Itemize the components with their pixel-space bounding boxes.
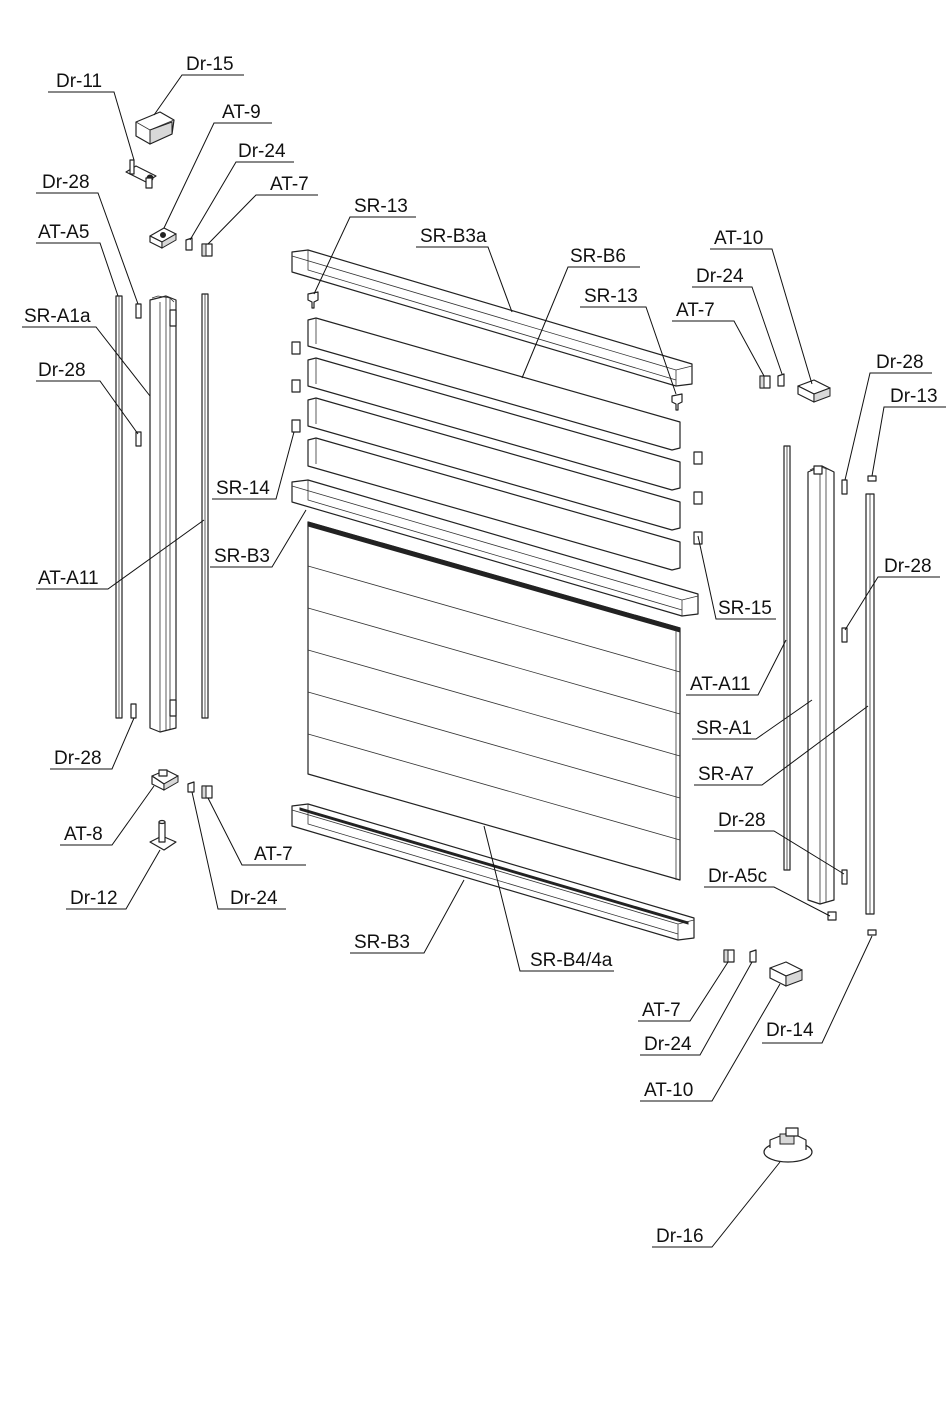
svg-text:Dr-28: Dr-28: [38, 360, 86, 381]
part-sra1: [808, 466, 834, 904]
svg-text:Dr-16: Dr-16: [656, 1226, 704, 1247]
part-dr11: [126, 160, 156, 188]
callout-sr14: SR-14: [212, 432, 294, 499]
svg-text:AT-7: AT-7: [676, 300, 715, 321]
callout-dr28-d: Dr-28: [845, 556, 940, 630]
part-at7-a: [202, 244, 212, 256]
callout-at9: AT-9: [164, 102, 272, 228]
part-sr13-right: [672, 394, 682, 410]
part-dr28-e: [842, 628, 847, 642]
callout-sra1: SR-A1: [692, 700, 812, 739]
callout-dr16: Dr-16: [652, 1162, 780, 1247]
svg-text:Dr-14: Dr-14: [766, 1020, 814, 1041]
callout-sr15: SR-15: [698, 536, 776, 619]
svg-text:AT-7: AT-7: [254, 844, 293, 865]
svg-text:SR-B6: SR-B6: [570, 246, 626, 267]
callout-srb3-c: SR-B3: [350, 880, 464, 953]
callout-dr28-b: Dr-28: [36, 360, 138, 434]
callout-at10-a: AT-10: [710, 228, 812, 384]
svg-text:Dr-28: Dr-28: [42, 172, 90, 193]
part-dr24-c: [188, 782, 194, 792]
svg-text:AT-A11: AT-A11: [38, 568, 99, 589]
svg-text:Dr-28: Dr-28: [54, 748, 102, 769]
callout-dr13: Dr-13: [872, 386, 946, 476]
svg-text:AT-A5: AT-A5: [38, 222, 89, 243]
svg-text:SR-13: SR-13: [584, 286, 638, 307]
part-dr13: [868, 476, 876, 481]
callout-ata11-b: AT-A11: [686, 640, 786, 695]
svg-text:Dr-A5c: Dr-A5c: [708, 866, 767, 887]
callout-sra1a: SR-A1a: [22, 306, 150, 396]
svg-text:Dr-24: Dr-24: [238, 141, 286, 162]
part-dr28-f: [842, 870, 847, 884]
svg-text:SR-14: SR-14: [216, 478, 270, 499]
callout-dr14: Dr-14: [762, 936, 872, 1043]
part-at10-bottom: [770, 962, 802, 986]
part-at7-d: [724, 950, 734, 962]
part-dr28-d: [131, 704, 136, 718]
svg-text:SR-A1: SR-A1: [696, 718, 752, 739]
svg-text:SR-B3: SR-B3: [214, 546, 270, 567]
callout-at8: AT-8: [60, 786, 154, 845]
svg-text:AT-9: AT-9: [222, 102, 261, 123]
svg-text:Dr-11: Dr-11: [56, 71, 102, 92]
part-dr28-a: [136, 304, 141, 318]
svg-text:AT-7: AT-7: [270, 174, 309, 195]
part-dr24-a: [186, 238, 192, 250]
svg-text:Dr-28: Dr-28: [718, 810, 766, 831]
svg-text:SR-A7: SR-A7: [698, 764, 754, 785]
part-sra1a: [150, 296, 176, 732]
svg-text:Dr-15: Dr-15: [186, 54, 234, 75]
callout-at7-d: AT-7: [638, 962, 728, 1021]
svg-text:Dr-24: Dr-24: [230, 888, 278, 909]
part-srb3a: [292, 250, 692, 386]
part-dr28-b: [136, 432, 141, 446]
callout-dr28-e: Dr-28: [50, 718, 134, 769]
callout-dr28-c: Dr-28: [845, 352, 932, 480]
callout-dr12: Dr-12: [66, 850, 160, 909]
part-dr16: [764, 1128, 812, 1162]
part-at7-b: [760, 376, 770, 388]
callout-at7-c: AT-7: [208, 798, 306, 865]
svg-text:AT-10: AT-10: [644, 1080, 693, 1101]
svg-text:Dr-28: Dr-28: [876, 352, 924, 373]
callout-ata5: AT-A5: [36, 222, 118, 296]
svg-text:SR-15: SR-15: [718, 598, 772, 619]
part-dr28-c: [842, 480, 847, 494]
part-at10-top: [798, 380, 830, 402]
svg-text:SR-A1a: SR-A1a: [24, 306, 91, 327]
svg-text:SR-13: SR-13: [354, 196, 408, 217]
svg-text:Dr-13: Dr-13: [890, 386, 938, 407]
part-ata11-right: [784, 446, 790, 870]
svg-text:AT-7: AT-7: [642, 1000, 681, 1021]
part-at8: [152, 770, 178, 790]
part-dr15: [136, 112, 174, 144]
part-at9: [150, 228, 176, 248]
part-ata11-left: [202, 294, 208, 718]
svg-text:SR-B4/4a: SR-B4/4a: [530, 950, 613, 971]
part-at7-c: [202, 786, 212, 798]
svg-text:AT-10: AT-10: [714, 228, 763, 249]
part-dr12: [150, 821, 176, 851]
part-dr24-b: [778, 374, 784, 386]
callout-at7-a: AT-7: [208, 174, 318, 244]
part-sr14-clips: [292, 342, 300, 432]
part-sr13-left: [308, 292, 318, 308]
part-sr15-clips: [694, 452, 702, 544]
part-dr14: [868, 930, 876, 935]
callout-dr11: Dr-11: [48, 71, 134, 160]
svg-text:Dr-24: Dr-24: [644, 1034, 692, 1055]
callout-srb3-b: SR-B3: [210, 510, 306, 567]
svg-text:Dr-12: Dr-12: [70, 888, 118, 909]
svg-text:AT-A11: AT-A11: [690, 674, 751, 695]
svg-text:SR-B3a: SR-B3a: [420, 226, 487, 247]
part-dr24-d: [750, 950, 756, 962]
part-sra7: [866, 494, 874, 914]
svg-text:Dr-24: Dr-24: [696, 266, 744, 287]
svg-text:SR-B3: SR-B3: [354, 932, 410, 953]
svg-text:Dr-28: Dr-28: [884, 556, 932, 577]
svg-text:AT-8: AT-8: [64, 824, 103, 845]
